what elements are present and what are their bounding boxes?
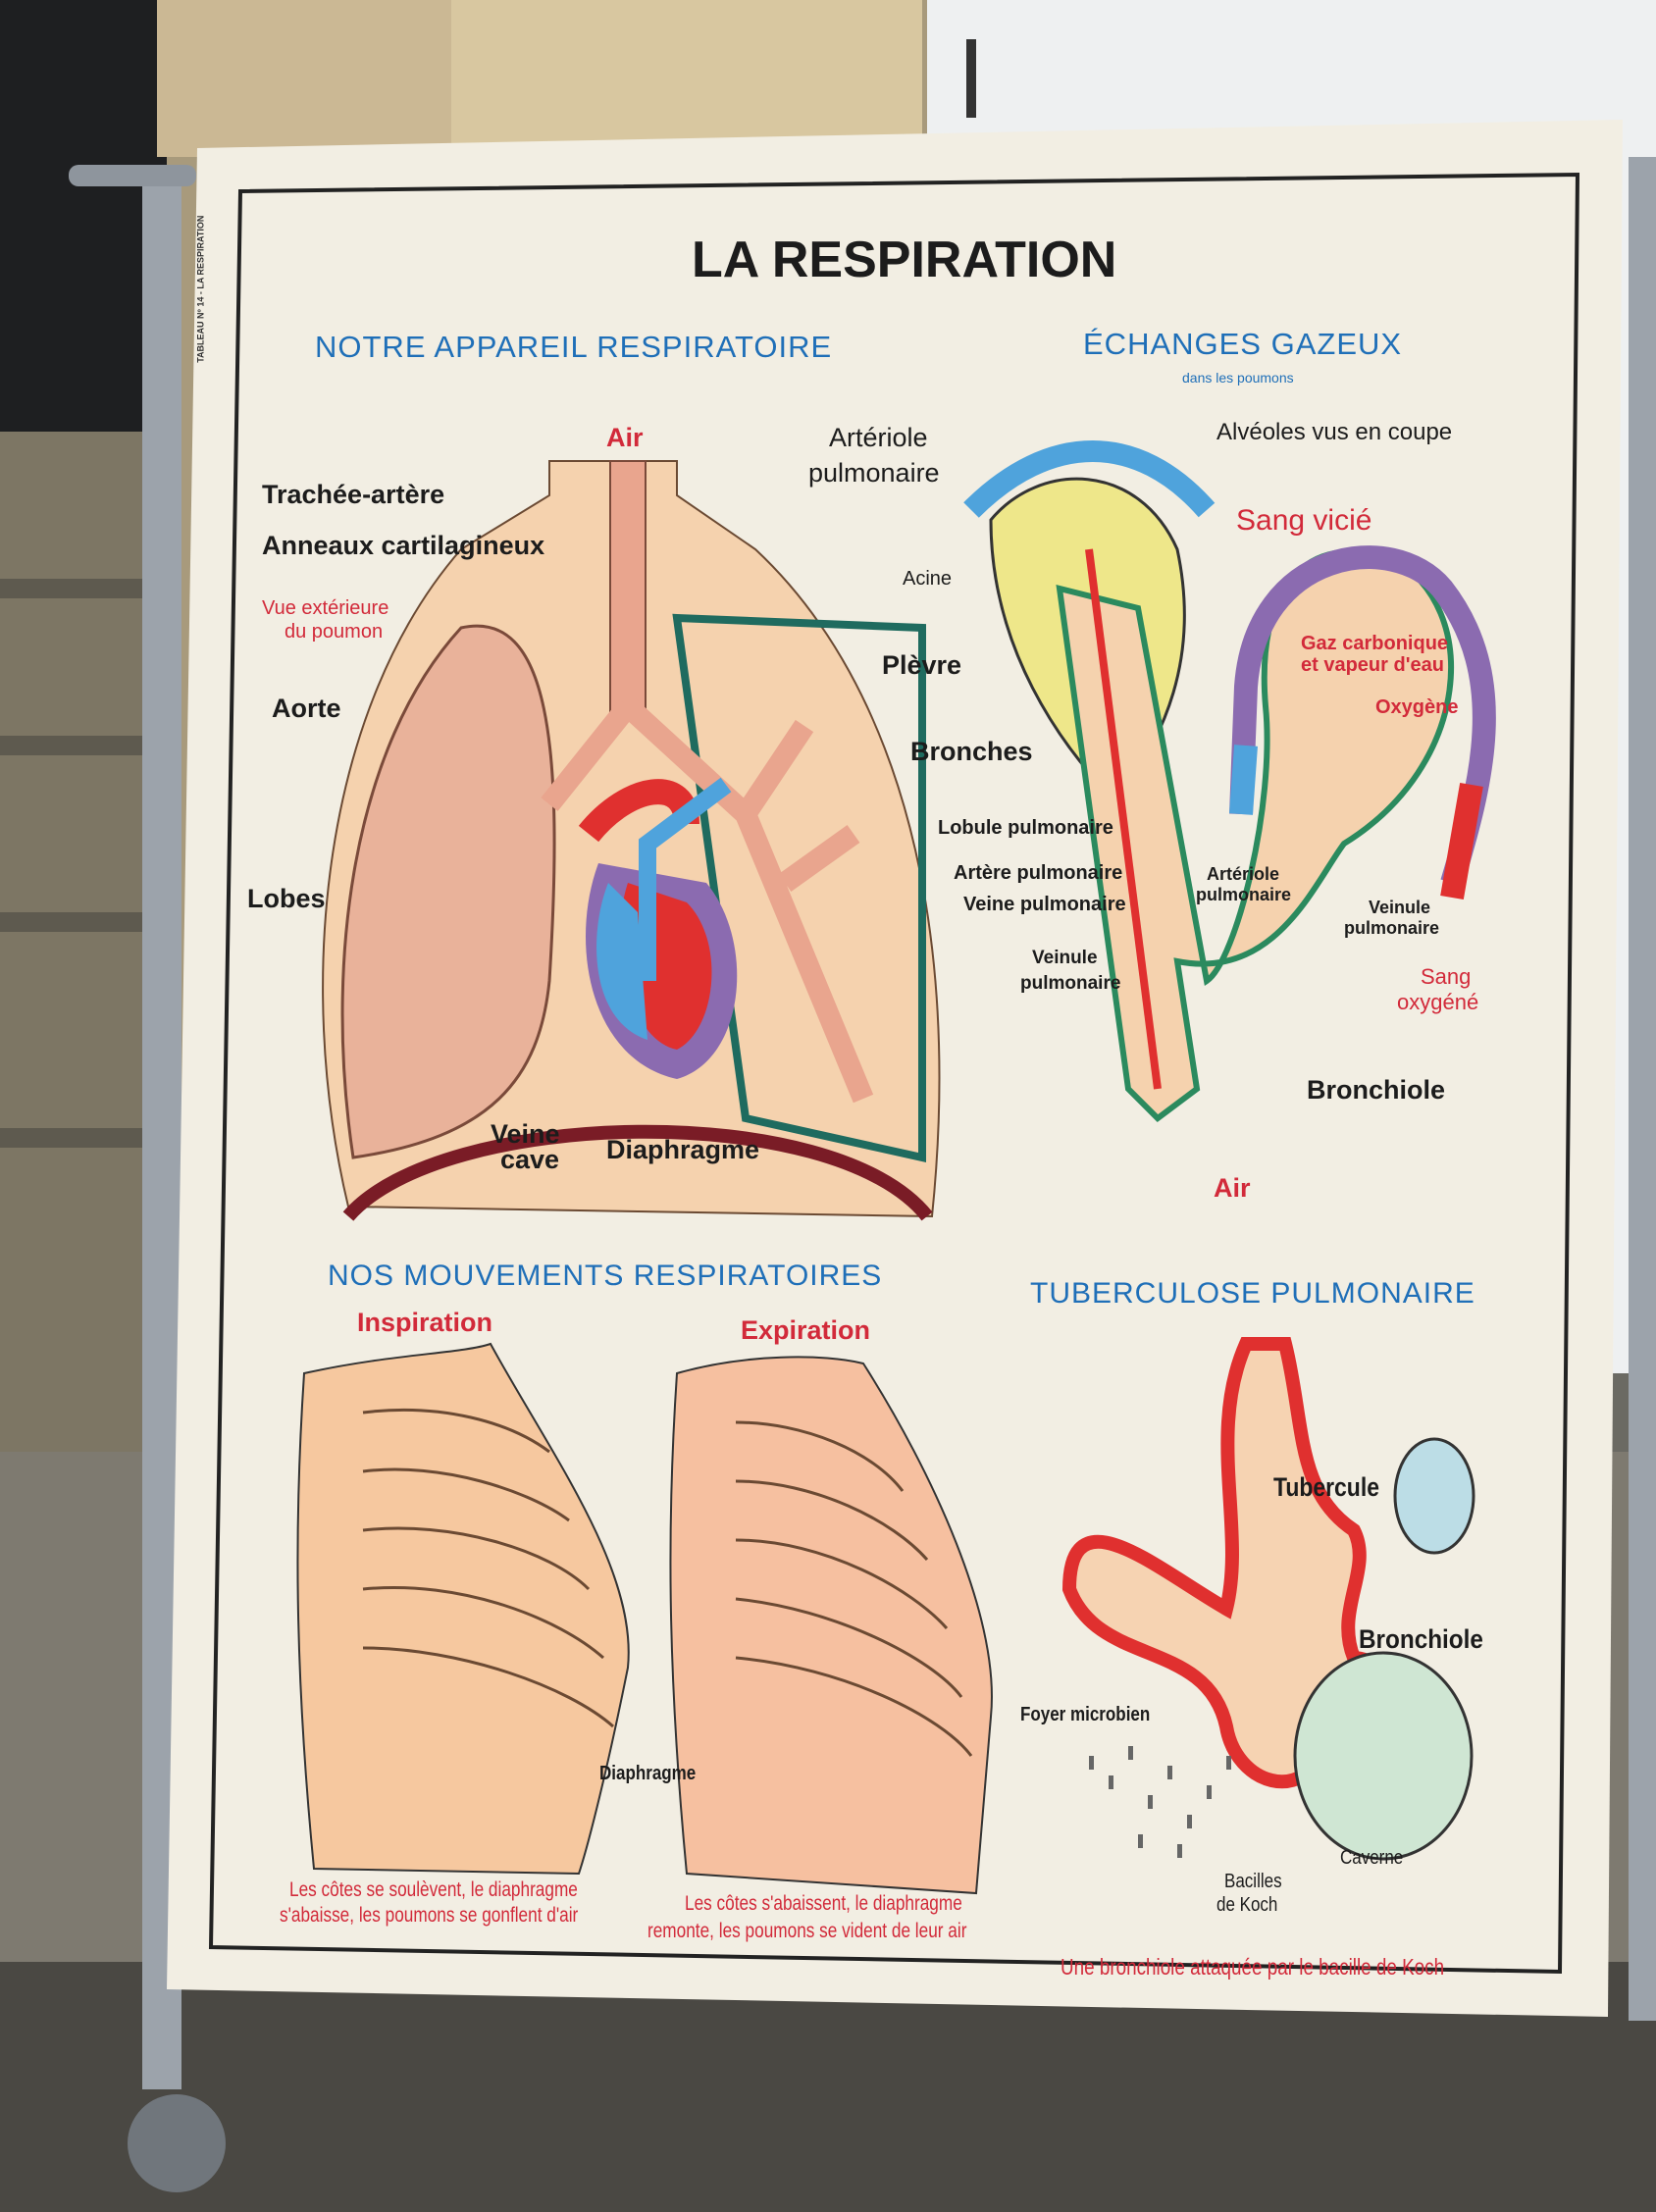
label-veinule-r-1: Veinule [1369, 898, 1431, 917]
label-veinule-l-2: pulmonaire [1020, 973, 1121, 994]
left-lung [340, 624, 556, 1159]
label-acine: Acine [903, 568, 953, 590]
caption-tuberculose: Une bronchiole attaquée par le bacille d… [1061, 1954, 1445, 1980]
label-bronchiole-tb: Bronchiole [1359, 1624, 1483, 1654]
inspiration-thorax [296, 1342, 630, 1876]
label-diaphragme: Diaphragme [606, 1135, 760, 1164]
label-air-top: Air [606, 423, 644, 452]
label-artere: Artère pulmonaire [954, 862, 1123, 884]
label-arteriole-small-2: pulmonaire [1196, 885, 1292, 904]
label-veine-cave-1: Veine [491, 1119, 560, 1149]
caption-expiration-2: remonte, les poumons se vident de leur a… [647, 1920, 967, 1942]
label-air-bottom: Air [1214, 1173, 1251, 1203]
caption-expiration-1: Les côtes s'abaissent, le diaphragme [685, 1892, 962, 1915]
diaphragm [342, 1124, 933, 1221]
label-veinule-l-1: Veinule [1032, 948, 1098, 968]
caption-inspiration-1: Les côtes se soulèvent, le diaphragme [289, 1878, 578, 1901]
label-plevre: Plèvre [882, 650, 962, 680]
label-alveoles: Alvéoles vus en coupe [1216, 419, 1453, 445]
label-arteriole-1: Artériole [829, 423, 928, 452]
label-bacilles-2: de Koch [1216, 1894, 1278, 1916]
cavern [1293, 1651, 1474, 1861]
label-lobes: Lobes [247, 884, 326, 913]
label-diaphragme-bottom: Diaphragme [599, 1763, 697, 1784]
capillary [1229, 545, 1496, 887]
label-bronchiole: Bronchiole [1307, 1075, 1446, 1105]
label-foyer: Foyer microbien [1020, 1704, 1151, 1725]
label-gaz-1: Gaz carbonique [1301, 633, 1449, 654]
label-gaz-2: et vapeur d'eau [1301, 654, 1444, 676]
label-trachee: Trachée-artère [262, 480, 445, 509]
tubercle [1393, 1437, 1475, 1555]
label-veine-cave-2: cave [500, 1145, 560, 1174]
label-veinule-r-2: pulmonaire [1344, 918, 1440, 938]
gas-exchange-diagram [963, 440, 1496, 1122]
label-expiration: Expiration [741, 1315, 871, 1345]
label-sang-oxygene-2: oxygéné [1397, 990, 1479, 1014]
arteriole-arc [963, 440, 1216, 518]
trachea [609, 460, 647, 717]
bacilli [1089, 1746, 1231, 1858]
label-caverne: Caverne [1340, 1847, 1404, 1869]
heading-echanges: ÉCHANGES GAZEUX [1083, 327, 1403, 361]
tuberculosis-diagram [1061, 1337, 1475, 1861]
label-veine: Veine pulmonaire [963, 894, 1126, 915]
label-sang-oxygene-1: Sang [1421, 964, 1472, 989]
stand-pole-right [1629, 157, 1656, 2021]
poster-border [208, 172, 1580, 1975]
heading-tuberculose: TUBERCULOSE PULMONAIRE [1030, 1277, 1475, 1310]
heading-mouvements: NOS MOUVEMENTS RESPIRATOIRES [328, 1260, 883, 1292]
expiration-thorax [669, 1356, 993, 1895]
label-bronches: Bronches [910, 737, 1033, 766]
caption-inspiration-2: s'abaisse, les poumons se gonflent d'air [280, 1904, 579, 1927]
label-lobule: Lobule pulmonaire [938, 817, 1113, 839]
stand-wheel [128, 2094, 226, 2192]
label-arteriole-2: pulmonaire [808, 458, 940, 488]
side-label: TABLEAU Nº 14 - LA RESPIRATION [195, 215, 206, 363]
label-vue-ext-2: du poumon [285, 621, 384, 643]
label-aorte: Aorte [272, 694, 341, 723]
label-tubercule: Tubercule [1273, 1472, 1379, 1502]
breathing-movements-diagram [296, 1342, 993, 1895]
label-bacilles-1: Bacilles [1224, 1871, 1282, 1892]
label-sang-vicie: Sang vicié [1236, 504, 1372, 537]
label-arteriole-small-1: Artériole [1207, 864, 1280, 884]
respiratory-system-diagram [322, 460, 941, 1221]
poster-title: LA RESPIRATION [692, 231, 1117, 288]
label-vue-ext-1: Vue extérieure [262, 597, 389, 619]
label-oxygene: Oxygène [1375, 696, 1459, 718]
label-anneaux: Anneaux cartilagineux [262, 531, 545, 560]
heading-appareil: NOTRE APPAREIL RESPIRATOIRE [315, 330, 833, 364]
label-inspiration: Inspiration [357, 1308, 493, 1337]
subheading-echanges: dans les poumons [1182, 370, 1294, 386]
